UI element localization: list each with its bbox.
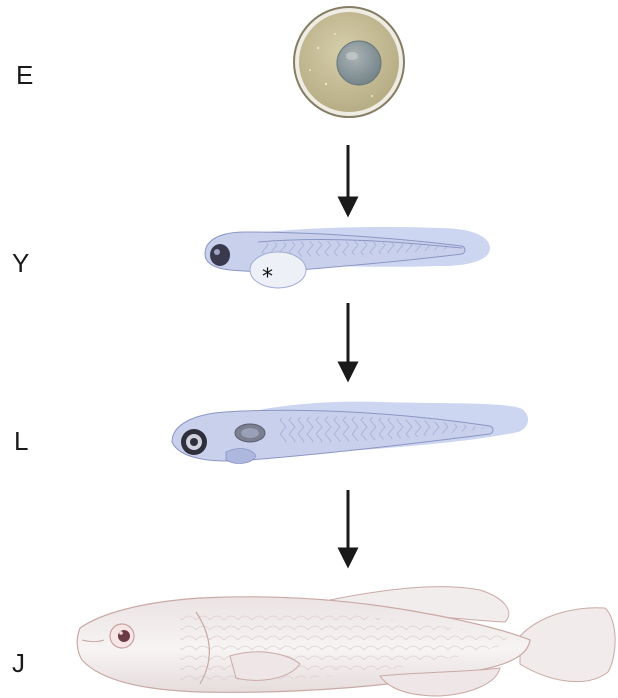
yolk-marker: * [262,265,273,290]
egg-illustration [294,7,404,117]
juvenile-fish-illustration [77,587,615,696]
stage-label-yolk-sac-larva: Y [12,248,29,278]
stage-label-larva: L [14,426,28,456]
larva-illustration [172,402,528,464]
stage-label-juvenile: J [12,648,25,678]
yolk-sac-larva-illustration: * [205,227,490,290]
stage-label-egg: E [16,60,33,90]
